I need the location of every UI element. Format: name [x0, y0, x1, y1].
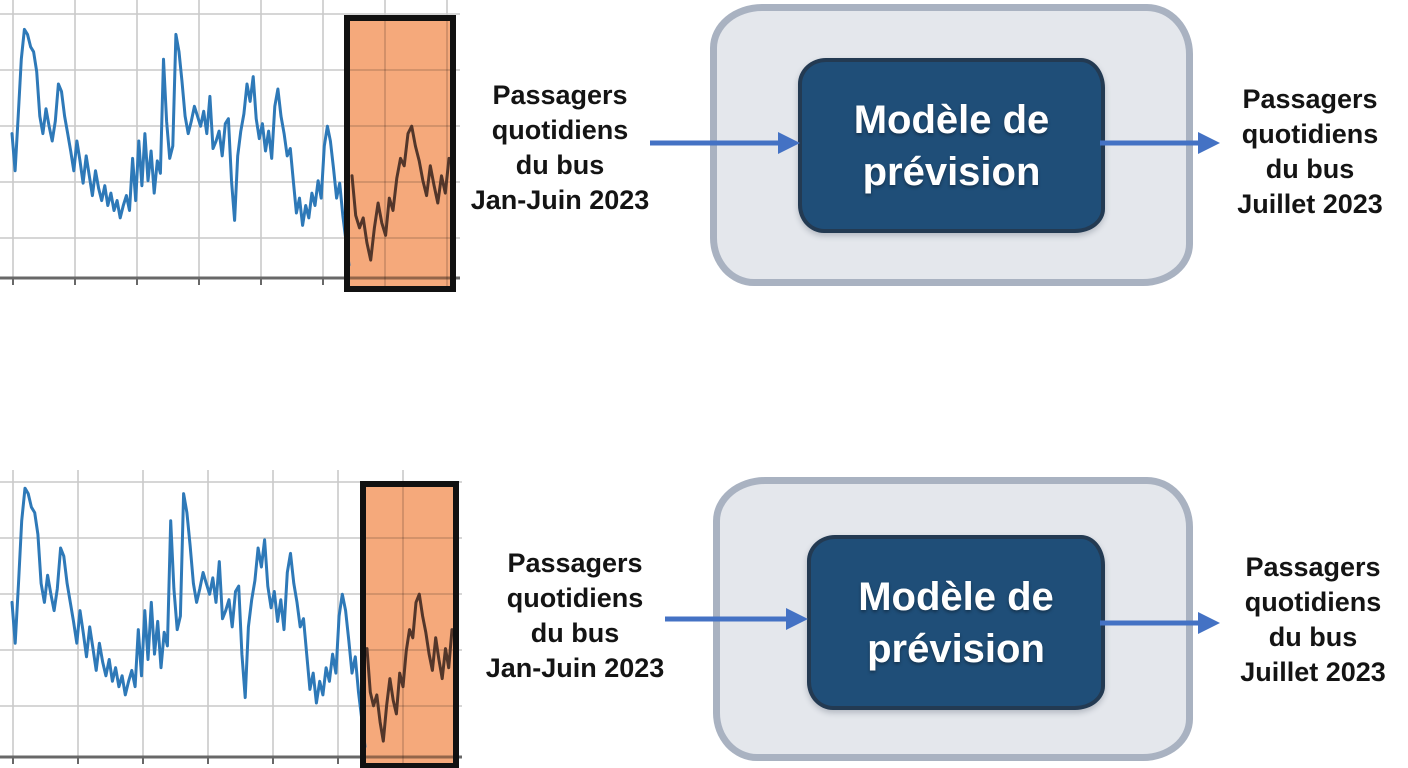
forecast-highlight-region [363, 484, 456, 766]
label-line: Passagers [1245, 552, 1381, 582]
forecast-model-box-row1: Modèle de prévision [798, 58, 1105, 233]
timeseries-chart-row1 [0, 0, 460, 292]
forecast-model-box-row2: Modèle de prévision [807, 535, 1105, 710]
label-line: Jan-Juin 2023 [470, 185, 650, 215]
flow-arrow-icon [1100, 132, 1220, 154]
forecast-highlight-border [360, 481, 459, 768]
forecast-highlight-border [344, 15, 456, 292]
label-line: Juillet 2023 [1237, 189, 1383, 219]
output-data-label-row1: Passagers quotidiens du bus Juillet 2023 [1225, 82, 1395, 222]
history-line-series [10, 486, 367, 749]
label-line: Passagers [507, 548, 643, 578]
label-line: Passagers [492, 80, 628, 110]
model-label-line: prévision [867, 626, 1045, 671]
label-line: du bus [1265, 154, 1355, 184]
flow-arrow-icon [665, 608, 808, 630]
flow-arrow-icon [1100, 612, 1220, 634]
model-label-line: Modèle de [853, 97, 1050, 142]
label-line: Passagers [1242, 84, 1378, 114]
label-line: quotidiens [491, 115, 629, 145]
model-label-line: Modèle de [858, 574, 1054, 619]
label-line: Juillet 2023 [1240, 657, 1386, 687]
label-line: du bus [1268, 622, 1358, 652]
forecast-highlight-region [347, 18, 453, 289]
model-label-line: prévision [862, 149, 1041, 194]
label-line: Jan-Juin 2023 [485, 653, 665, 683]
input-data-label-row1: Passagers quotidiens du bus Jan-Juin 202… [455, 78, 665, 218]
forecast-line-series [365, 592, 454, 743]
flow-arrow-icon [650, 132, 800, 154]
timeseries-chart-row2 [0, 470, 462, 768]
label-line: du bus [530, 618, 620, 648]
label-line: du bus [515, 150, 605, 180]
history-line-series [10, 27, 351, 267]
label-line: quotidiens [506, 583, 644, 613]
forecast-line-series [350, 124, 451, 262]
input-data-label-row2: Passagers quotidiens du bus Jan-Juin 202… [470, 546, 680, 686]
label-line: quotidiens [1244, 587, 1382, 617]
label-line: quotidiens [1241, 119, 1379, 149]
output-data-label-row2: Passagers quotidiens du bus Juillet 2023 [1228, 550, 1398, 690]
